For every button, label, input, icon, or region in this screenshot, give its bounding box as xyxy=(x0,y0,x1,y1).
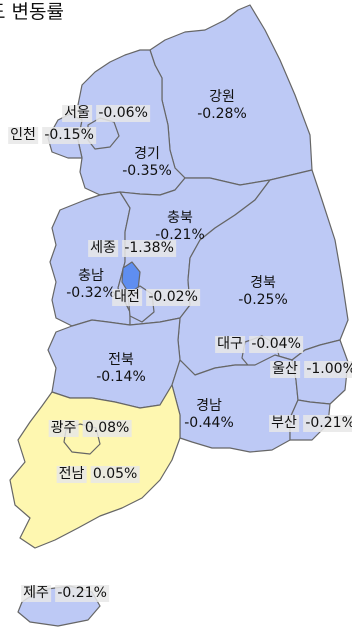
label-chungnam: 충남-0.32% xyxy=(66,268,116,301)
label-gyeonggi: 경기-0.35% xyxy=(122,146,172,179)
label-seoul: 서울 -0.06% xyxy=(62,105,150,122)
label-ulsan: 울산 -1.00% xyxy=(270,361,352,378)
label-jeju: 제주 -0.21% xyxy=(21,585,109,602)
label-daejeon: 대전 -0.02% xyxy=(112,289,200,306)
label-gyeongbuk: 경북-0.25% xyxy=(238,275,288,308)
map-title: 도 변동률 xyxy=(0,1,64,23)
label-jeonnam: 전남 0.05% xyxy=(56,466,140,483)
label-jeonbuk: 전북-0.14% xyxy=(96,352,146,385)
label-gangwon: 강원-0.28% xyxy=(197,89,247,122)
label-sejong: 세종 -1.38% xyxy=(88,240,176,257)
label-busan: 부산 -0.21% xyxy=(269,415,352,432)
label-daegu: 대구 -0.04% xyxy=(215,336,303,353)
label-incheon: 인천 -0.15% xyxy=(8,127,96,144)
label-gyeongnam: 경남-0.44% xyxy=(184,398,234,431)
label-gwangju: 광주 0.08% xyxy=(48,420,132,437)
label-chungbuk: 충북-0.21% xyxy=(155,210,205,243)
